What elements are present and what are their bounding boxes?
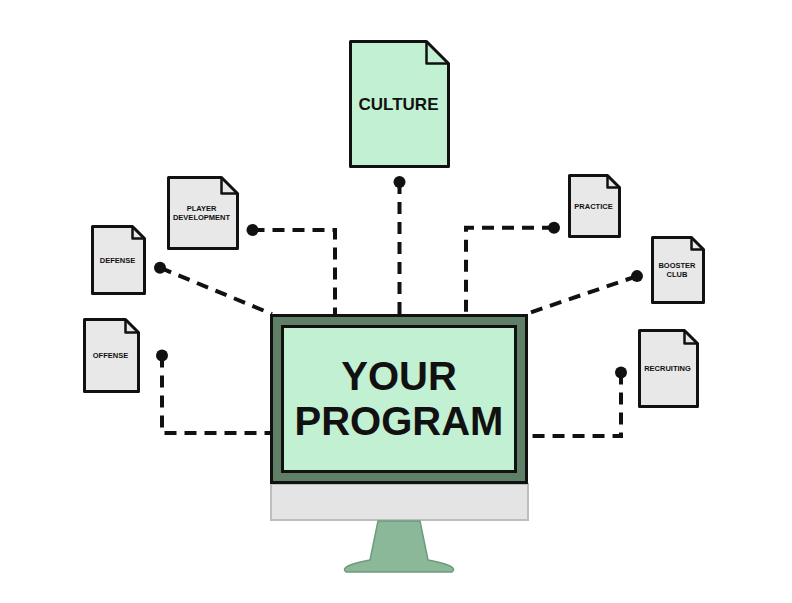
document-icon: DEFENSE — [91, 225, 146, 295]
document-label: BOOSTER CLUB — [651, 236, 705, 304]
connector-dot — [154, 262, 166, 274]
monitor-chin — [271, 484, 528, 520]
monitor-screen: YOUR PROGRAM — [270, 314, 528, 484]
document-label: DEFENSE — [91, 225, 146, 295]
connector-dot — [394, 176, 406, 188]
dashed-connector — [160, 268, 272, 314]
document-fold — [692, 238, 704, 250]
document-label: PRACTICE — [568, 174, 621, 238]
document-icon: BOOSTER CLUB — [651, 236, 705, 304]
document-label: OFFENSE — [83, 318, 140, 393]
document-fold — [221, 178, 237, 194]
document-icon: CULTURE — [349, 40, 450, 168]
monitor-stand — [344, 521, 453, 572]
connector-dot — [615, 366, 627, 378]
document-label: CULTURE — [349, 40, 450, 168]
dashed-connector — [526, 276, 637, 314]
document-label: PLAYER DEVELOPMENT — [167, 176, 239, 250]
connector-dot — [156, 350, 168, 362]
document-fold — [126, 320, 139, 333]
document-icon: PLAYER DEVELOPMENT — [167, 176, 239, 250]
document-icon: OFFENSE — [83, 318, 140, 393]
connector-dot — [631, 270, 643, 282]
document-fold — [133, 227, 145, 239]
dashed-connector — [398, 182, 402, 314]
document-label: RECRUITING — [638, 329, 699, 408]
document-icon: PRACTICE — [568, 174, 621, 238]
screen-panel: YOUR PROGRAM — [281, 325, 517, 473]
document-icon: RECRUITING — [638, 329, 699, 408]
dashed-connector — [466, 228, 554, 314]
connector-dot — [247, 224, 259, 236]
program-title: YOUR PROGRAM — [284, 354, 514, 444]
document-fold — [685, 331, 698, 344]
document-fold — [608, 176, 620, 188]
dashed-connector — [162, 356, 270, 434]
connector-dot — [548, 222, 560, 234]
document-fold — [427, 42, 449, 64]
dashed-connector — [528, 372, 621, 436]
dashed-connector — [253, 230, 336, 314]
